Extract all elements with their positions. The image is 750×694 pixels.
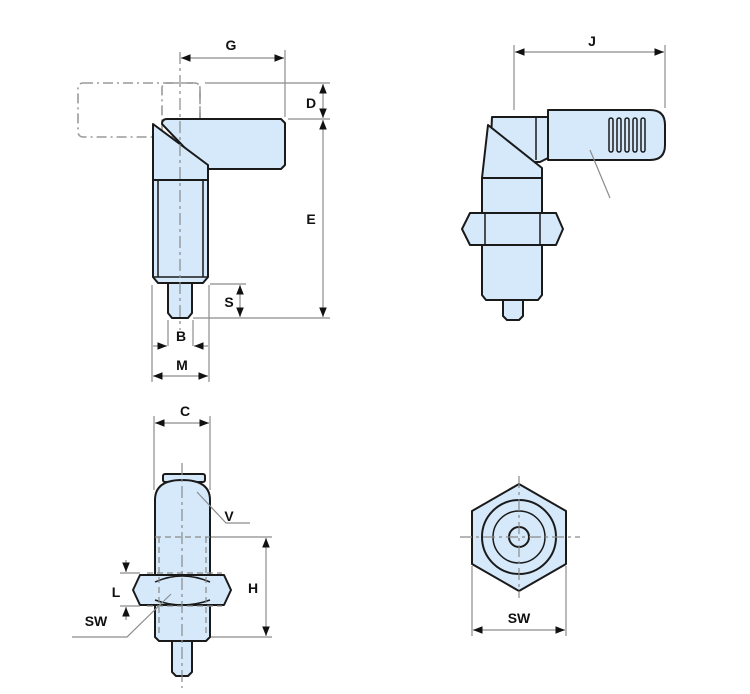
label-s: S bbox=[224, 294, 233, 310]
label-m: M bbox=[176, 357, 188, 373]
grip-grooves bbox=[608, 117, 646, 153]
label-l: L bbox=[112, 584, 121, 600]
label-j: J bbox=[588, 33, 596, 49]
leader-sw bbox=[72, 593, 172, 638]
plunger-pin bbox=[502, 299, 524, 321]
side-view: G D E S B M bbox=[77, 37, 330, 382]
lever-ghost-position bbox=[77, 82, 201, 138]
label-e: E bbox=[306, 211, 315, 227]
label-v: V bbox=[224, 508, 234, 524]
label-d: D bbox=[306, 95, 316, 111]
front-view: C V H L SW bbox=[72, 403, 272, 688]
bottom-view: SW bbox=[460, 476, 580, 636]
lever bbox=[161, 118, 286, 170]
hex-nut bbox=[461, 212, 564, 246]
leader-line bbox=[589, 149, 611, 199]
label-sw-bottom: SW bbox=[508, 610, 531, 626]
label-b: B bbox=[176, 328, 186, 344]
label-h: H bbox=[248, 580, 258, 596]
label-c: C bbox=[180, 403, 190, 419]
leader-v bbox=[196, 491, 250, 524]
label-sw: SW bbox=[85, 613, 108, 629]
label-g: G bbox=[226, 37, 237, 53]
lever-grip bbox=[547, 109, 666, 161]
iso-view: J bbox=[461, 33, 666, 321]
